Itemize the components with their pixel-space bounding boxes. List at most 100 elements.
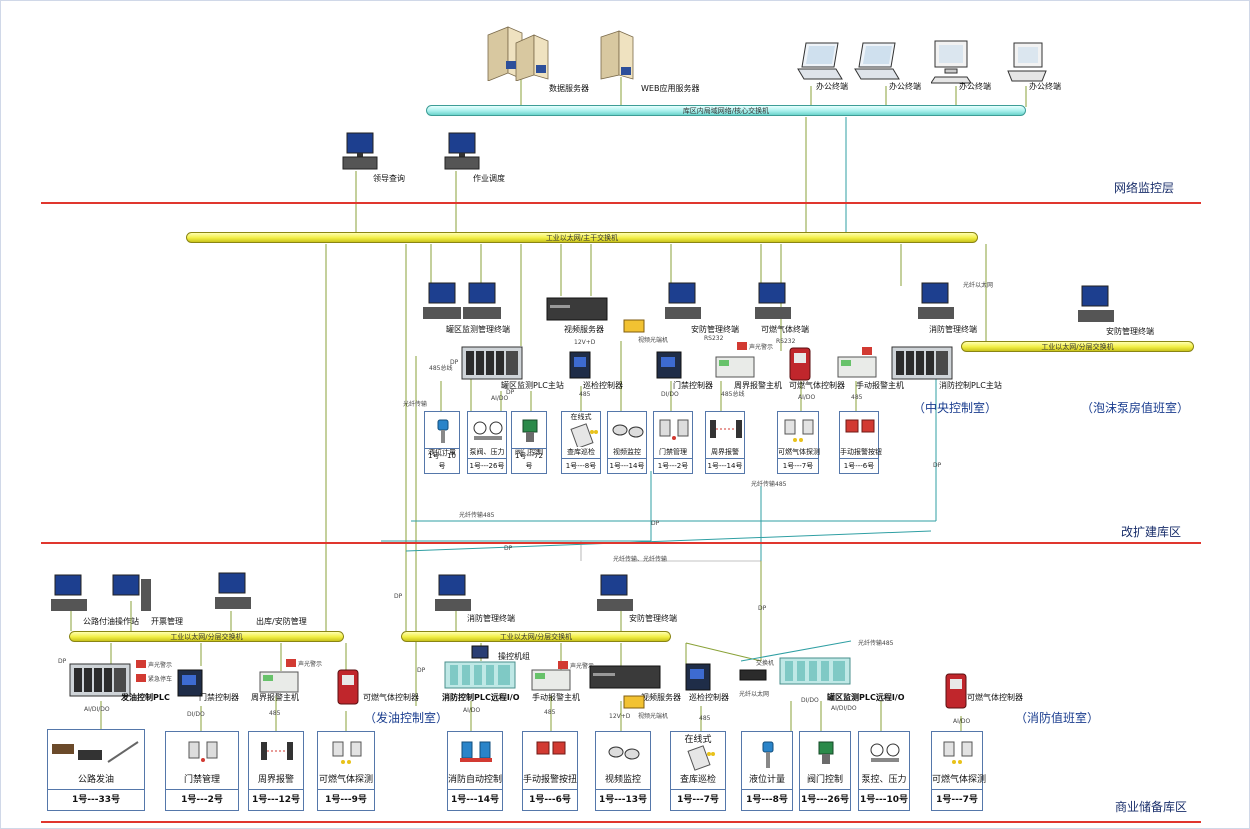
central-box-label-7: 周界报警	[711, 448, 739, 456]
manual-alarm-host-label: 手动报警主机	[856, 381, 904, 390]
bottom-box-label-2: 门禁管理	[183, 775, 220, 785]
dispatch-terminal-icon	[444, 132, 480, 170]
r485-label-2: 485	[851, 394, 863, 401]
oil-sound-light-label: 声光警示	[148, 662, 173, 669]
gas-controller-label: 可燃气体控制器	[789, 381, 845, 390]
central-box-icon-4	[562, 414, 602, 451]
fire-r485-label-2: 485	[699, 715, 711, 722]
bottom-box-icon-8	[671, 736, 727, 776]
oil-sound-light-icon	[136, 660, 146, 668]
central-box-icon-2	[468, 414, 508, 451]
fire-ai-do-label: AI/DO	[463, 707, 481, 714]
bottom-box-label-6: 手动报警按扭	[523, 775, 578, 785]
tank-ai-di-do-label: AI/DI/DO	[831, 705, 857, 712]
oil-switch-bus: 工业以太网/分层交换机	[69, 631, 344, 642]
oil-sound-light-label-2: 声光警示	[298, 661, 323, 668]
central-box-extra-4: 在线式	[570, 413, 592, 421]
level-meter-icon	[762, 741, 774, 768]
office-terminal-label-4: 办公终端	[1029, 82, 1061, 91]
access-controller-icon	[656, 351, 682, 379]
bottom-box-count-10: 1号---26号	[800, 789, 850, 810]
r485-di-do-label: DI/DO	[661, 391, 679, 398]
patrol-controller-label: 巡检控制器	[583, 381, 623, 390]
gas-terminal-label: 可燃气体终端	[761, 325, 809, 334]
gas-detector-icon	[332, 741, 362, 764]
commercial-area-divider	[41, 821, 1201, 823]
zone-label-network: 网络监控层	[1114, 181, 1175, 195]
oil-terminal-label-2: 开票管理	[151, 617, 183, 626]
patrol-controller-icon	[569, 351, 591, 379]
emergency-stop-icon	[136, 674, 146, 682]
central-box-count-4: 1号---8号	[562, 458, 600, 471]
central-box-label-2: 泵阀、压力	[469, 448, 505, 456]
fire-area-terminal-icon-2	[597, 574, 633, 611]
bottom-box-icon-7	[596, 736, 652, 776]
v12-label: 12V+D	[574, 339, 596, 346]
fire-sound-light-label: 声光警示	[570, 663, 595, 670]
oil-terminal-label-3: 出库/安防管理	[256, 617, 307, 626]
oil-terminal-icon-3	[215, 572, 251, 609]
dp-label-1: DP	[450, 359, 459, 366]
oil-sound-light-icon-2	[286, 659, 296, 667]
gas-detector-icon	[943, 741, 973, 764]
bottom-box-count-1: 1号---33号	[48, 789, 144, 810]
bottom-box-count-9: 1号---8号	[742, 789, 792, 810]
fire-duty-room-label: （消防值班室）	[1015, 711, 1100, 725]
access-reader-icon	[659, 419, 689, 440]
bottom-box-label-11: 泵控、压力	[861, 775, 907, 785]
central-box-label-3: 阀门控制	[515, 448, 543, 456]
perimeter-beam-icon	[710, 420, 742, 438]
foam-security-terminal-icon	[1078, 285, 1114, 322]
oil-perimeter-host-icon	[259, 671, 299, 693]
bottom-box-icon-3	[249, 736, 305, 776]
video-fiber-icon	[623, 319, 645, 333]
dp-label-3: DP	[933, 462, 942, 469]
bottom-box-label-10: 阀门控制	[806, 775, 843, 785]
tank-monitor-terminal-label: 罐区监测管理终端	[446, 325, 510, 334]
fire-patrol-controller-icon	[685, 663, 711, 691]
emergency-stop-label: 紧急停车	[148, 676, 173, 683]
ai-label: AI/DO	[798, 394, 816, 401]
central-box-7: 周界报警 1号---14号	[705, 411, 745, 474]
fire-r485-label: 485	[544, 709, 556, 716]
manual-alarm-button-icon	[845, 419, 875, 433]
central-box-count-7: 1号---14号	[706, 458, 744, 471]
oil-gas-controller-label: 可燃气体控制器	[363, 693, 419, 702]
dp-label-9: DP	[417, 667, 426, 674]
oil-access-controller-icon	[177, 669, 203, 697]
dp-label-2: DP	[506, 389, 515, 396]
fire-plc-icon	[891, 346, 953, 380]
fire-area-terminal-label-1: 消防管理终端	[467, 614, 515, 623]
fire-video-server-icon	[589, 665, 661, 689]
valve-icon	[818, 741, 834, 764]
tank-di-do-label: DI/DO	[801, 697, 819, 704]
zone-label-commercial: 商业储备库区	[1115, 800, 1188, 814]
leader-query-label: 领导查询	[373, 174, 405, 183]
office-desktop-icon-4	[1007, 42, 1047, 82]
fiber-cable-label: 光纤传输、光纤传输	[613, 556, 668, 563]
web-server-label: WEB应用服务器	[641, 84, 700, 93]
bottom-box-label-7: 视频监控	[604, 775, 641, 785]
central-box-icon-1	[425, 414, 461, 451]
sound-light-alarm-icon	[737, 342, 747, 350]
fire-sound-light-icon	[558, 661, 568, 669]
central-box-count-1: 1号---10号	[425, 448, 459, 471]
fire-plc-io-icon	[444, 661, 516, 689]
video-server-icon	[546, 297, 608, 321]
office-terminal-label-3: 办公终端	[959, 82, 991, 91]
sound-light-alarm-icon-2	[862, 347, 872, 355]
fiber485-label-2: 光纤传输485	[459, 512, 495, 519]
bottom-box-icon-2	[166, 736, 240, 776]
patrol-reader-icon	[687, 745, 715, 771]
central-box-count-6: 1号---2号	[654, 458, 692, 471]
bottom-box-label-8: 查库巡检	[679, 775, 716, 785]
